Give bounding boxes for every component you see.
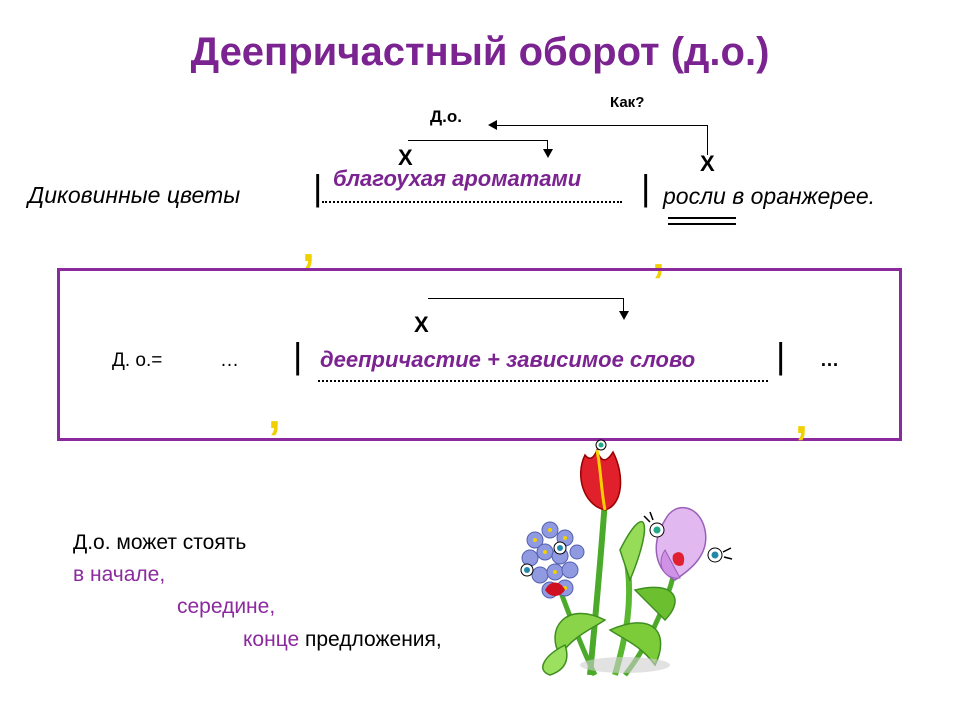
positions-start: в начале, [73, 563, 165, 587]
question-arrow-head [488, 120, 497, 130]
x-mark-predicate: Х [700, 151, 715, 177]
formula-comma-left: , [268, 392, 281, 432]
predicate-underline-2 [668, 223, 736, 225]
question-label: Как? [610, 94, 644, 111]
formula-arrow-head [619, 311, 629, 320]
formula-bar-right: | [776, 338, 785, 374]
flower-bouquet-illustration [505, 430, 750, 680]
formula-content: деепричастие + зависимое слово [320, 347, 695, 373]
positions-line1: Д.о. может стоять [73, 531, 246, 555]
formula-ellipsis-left: … [220, 350, 239, 372]
question-arrow-line [492, 125, 707, 126]
predicate: росли в оранжерее. [663, 183, 875, 210]
positions-end: конце [243, 628, 299, 651]
formula-bar-left: | [293, 338, 302, 374]
positions-end-line: конце предложения, [243, 628, 442, 652]
formula-arrow-line [428, 298, 624, 299]
dependency-arrow-head [543, 149, 553, 158]
formula-x-mark: Х [414, 312, 429, 338]
comma-left: , [302, 225, 315, 265]
sentence-start: Диковинные цветы [28, 182, 240, 209]
bar-left: | [313, 170, 322, 206]
phrase-underline [322, 201, 622, 203]
page-title: Деепричастный оборот (д.о.) [0, 30, 960, 75]
do-label: Д.о. [430, 107, 462, 127]
predicate-underline-1 [668, 217, 736, 219]
positions-middle: середине, [177, 595, 275, 619]
bar-right: | [641, 170, 650, 206]
formula-arrow-stem [623, 298, 624, 312]
participle-phrase: благоухая ароматами [333, 166, 581, 192]
formula-underline [318, 380, 768, 382]
formula-comma-right: , [795, 397, 808, 437]
dependency-arrow-line [408, 140, 548, 141]
formula-label: Д. о.= [112, 350, 162, 372]
formula-ellipsis-right: … [820, 350, 839, 372]
positions-end-rest: предложения, [299, 628, 442, 651]
